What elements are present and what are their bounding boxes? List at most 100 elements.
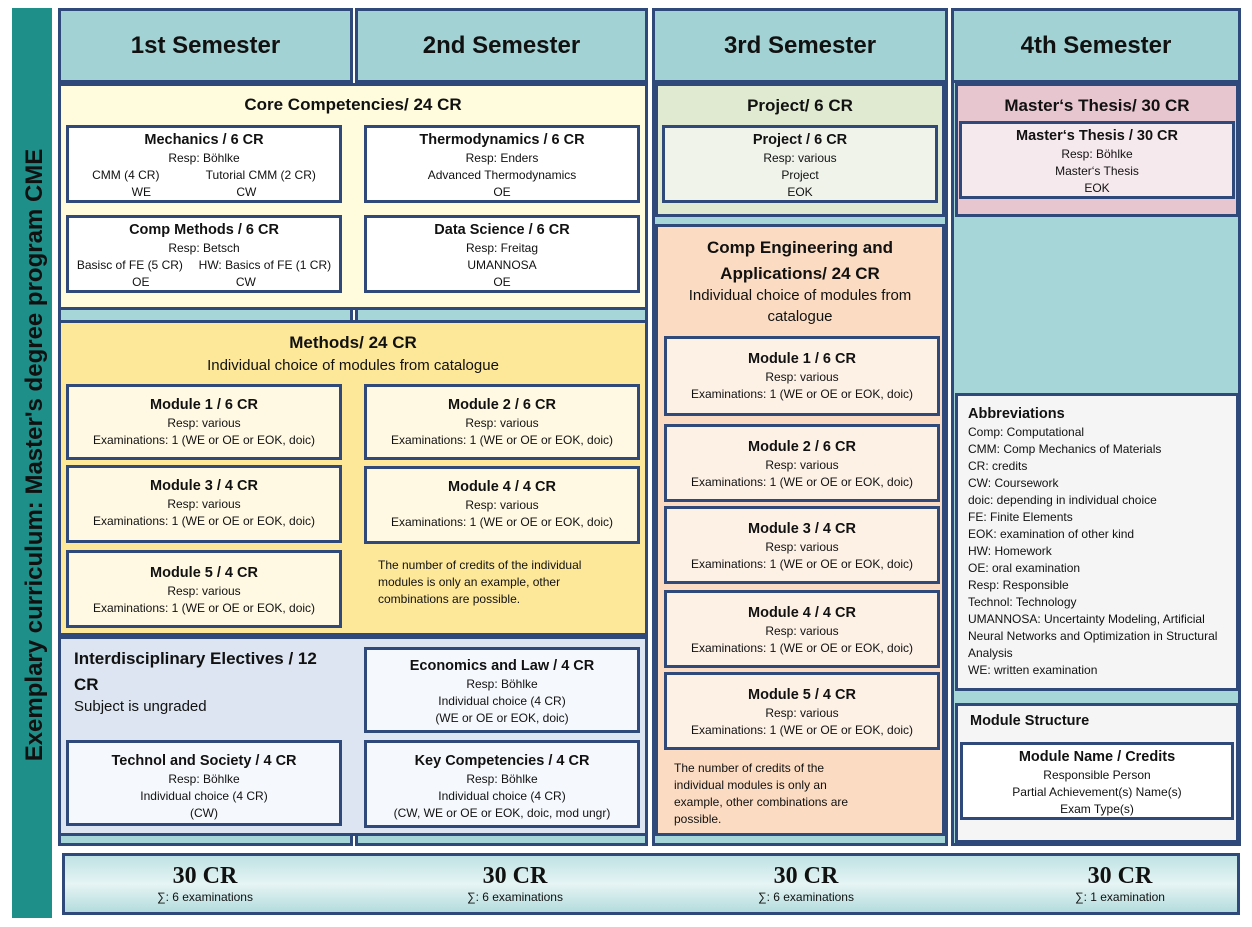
- comp-methods-exam-1: OE: [132, 275, 150, 289]
- abbr-item: doic: depending in individual choice: [968, 493, 1157, 507]
- methods-module-2-resp: Resp: various: [465, 416, 539, 430]
- legend-title: Module Name / Credits: [1018, 749, 1176, 765]
- methods-module-5: Module 5 / 4 CR Resp: various Examinatio…: [66, 550, 342, 628]
- ce-module-4-exam: Examinations: 1 (WE or OE or EOK, doic): [690, 641, 914, 655]
- project-module-resp: Resp: various: [763, 151, 837, 165]
- project-module-line: Project: [781, 168, 819, 182]
- semester-3-header: 3rd Semester: [652, 8, 948, 83]
- abbr-item: HW: Homework: [968, 544, 1052, 558]
- methods-module-1: Module 1 / 6 CR Resp: various Examinatio…: [66, 384, 342, 460]
- thermodynamics-line: Advanced Thermodynamics: [427, 168, 577, 182]
- data-science-module: Data Science / 6 CR Resp: Freitag UMANNO…: [364, 215, 640, 293]
- methods-module-3-resp: Resp: various: [167, 497, 241, 511]
- methods-module-2-exam: Examinations: 1 (WE or OE or EOK, doic): [390, 433, 614, 447]
- abbreviations-title: Abbreviations: [968, 406, 1065, 422]
- ce-module-5-exam: Examinations: 1 (WE or OE or EOK, doic): [690, 723, 914, 737]
- methods-module-1-resp: Resp: various: [167, 416, 241, 430]
- abbr-item: CMM: Comp Mechanics of Materials: [968, 442, 1162, 456]
- legend-line-2: Partial Achievement(s) Name(s): [1012, 785, 1182, 799]
- data-science-title: Data Science / 6 CR: [434, 222, 570, 238]
- ce-module-4: Module 4 / 4 CR Resp: various Examinatio…: [664, 590, 940, 668]
- comp-methods-part-2: HW: Basics of FE (1 CR): [198, 258, 332, 272]
- comp-methods-part-1: Basisc of FE (5 CR): [76, 258, 183, 272]
- core-competencies-title: Core Competencies/ 24 CR: [244, 95, 462, 114]
- project-module-exam: EOK: [787, 185, 813, 199]
- ce-module-2-title: Module 2 / 6 CR: [748, 439, 856, 455]
- ce-module-1-exam: Examinations: 1 (WE or OE or EOK, doic): [690, 387, 914, 401]
- ce-module-3-exam: Examinations: 1 (WE or OE or EOK, doic): [690, 557, 914, 571]
- footer-exams: ∑: 6 examinations: [467, 890, 563, 904]
- methods-module-5-exam: Examinations: 1 (WE or OE or EOK, doic): [92, 601, 316, 615]
- comp-engineering-note: The number of credits of the individual …: [674, 761, 849, 826]
- comp-engineering-title-2: Applications/ 24 CR: [720, 264, 880, 283]
- methods-module-1-title: Module 1 / 6 CR: [150, 397, 258, 413]
- ce-module-1: Module 1 / 6 CR Resp: various Examinatio…: [664, 336, 940, 416]
- data-science-line: UMANNOSA: [467, 258, 537, 272]
- methods-module-4-resp: Resp: various: [465, 498, 539, 512]
- mechanics-title: Mechanics / 6 CR: [144, 132, 264, 148]
- key-competencies-line: Individual choice (4 CR): [438, 789, 566, 803]
- abbreviations-panel: Abbreviations Comp: Computational CMM: C…: [955, 393, 1239, 691]
- data-science-resp: Resp: Freitag: [465, 241, 539, 255]
- mechanics-resp: Resp: Böhlke: [168, 151, 240, 165]
- thermodynamics-title: Thermodynamics / 6 CR: [419, 132, 585, 148]
- key-competencies-title: Key Competencies / 4 CR: [414, 753, 590, 769]
- legend-line-3: Exam Type(s): [1060, 802, 1134, 816]
- ce-module-2: Module 2 / 6 CR Resp: various Examinatio…: [664, 424, 940, 502]
- economics-law-line: Individual choice (4 CR): [438, 694, 566, 708]
- comp-methods-resp: Resp: Betsch: [168, 241, 240, 255]
- footer-exams: ∑: 6 examinations: [157, 890, 253, 904]
- economics-law-exam: (WE or OE or EOK, doic): [435, 711, 569, 725]
- mechanics-exam-1: WE: [131, 185, 151, 199]
- abbr-item: WE: written examination: [968, 663, 1098, 677]
- electives-title: Interdisciplinary Electives / 12 CR: [74, 649, 317, 694]
- thermodynamics-exam: OE: [493, 185, 511, 199]
- methods-subtitle: Individual choice of modules from catalo…: [207, 357, 499, 374]
- ce-module-3-resp: Resp: various: [765, 540, 839, 554]
- footer-credits: 30 CR: [773, 863, 839, 889]
- thesis-title: Master‘s Thesis/ 30 CR: [1004, 96, 1190, 115]
- ce-module-5: Module 5 / 4 CR Resp: various Examinatio…: [664, 672, 940, 750]
- abbr-item: CR: credits: [968, 459, 1028, 473]
- comp-methods-module: Comp Methods / 6 CR Resp: Betsch Basisc …: [66, 215, 342, 293]
- economics-law-title: Economics and Law / 4 CR: [409, 658, 595, 674]
- methods-module-3-title: Module 3 / 4 CR: [150, 478, 258, 494]
- footer-semester-3: 30 CR ∑: 6 examinations: [706, 862, 906, 905]
- abbr-item: CW: Coursework: [968, 476, 1059, 490]
- ce-module-1-title: Module 1 / 6 CR: [748, 351, 856, 367]
- module-structure-legend: Module Name / Credits Responsible Person…: [960, 742, 1234, 820]
- ce-module-2-resp: Resp: various: [765, 458, 839, 472]
- abbr-item: Comp: Computational: [968, 425, 1085, 439]
- abbr-item: FE: Finite Elements: [968, 510, 1073, 524]
- semester-1-header: 1st Semester: [58, 8, 353, 83]
- footer-exams: ∑: 6 examinations: [758, 890, 854, 904]
- economics-law-resp: Resp: Böhlke: [466, 677, 538, 691]
- thesis-module-resp: Resp: Böhlke: [1061, 147, 1133, 161]
- thermodynamics-module: Thermodynamics / 6 CR Resp: Enders Advan…: [364, 125, 640, 203]
- ce-module-5-resp: Resp: various: [765, 706, 839, 720]
- ce-module-4-resp: Resp: various: [765, 624, 839, 638]
- comp-methods-exam-2: CW: [235, 275, 256, 289]
- side-bar: [12, 8, 52, 918]
- technol-society-line: Individual choice (4 CR): [140, 789, 268, 803]
- thesis-module: Master‘s Thesis / 30 CR Resp: Böhlke Mas…: [959, 121, 1235, 199]
- methods-module-4-title: Module 4 / 4 CR: [448, 479, 556, 495]
- ce-module-4-title: Module 4 / 4 CR: [748, 605, 856, 621]
- key-competencies-exam: (CW, WE or OE or EOK, doic, mod ungr): [393, 806, 611, 820]
- methods-note: The number of credits of the individual …: [378, 558, 582, 606]
- comp-engineering-title-1: Comp Engineering and: [706, 238, 894, 257]
- semester-4-header: 4th Semester: [951, 8, 1241, 83]
- methods-module-1-exam: Examinations: 1 (WE or OE or EOK, doic): [92, 433, 316, 447]
- comp-engineering-subtitle: Individual choice of modules from catalo…: [688, 287, 912, 325]
- methods-module-4-exam: Examinations: 1 (WE or OE or EOK, doic): [390, 515, 614, 529]
- key-competencies-module: Key Competencies / 4 CR Resp: Böhlke Ind…: [364, 740, 640, 828]
- methods-module-2: Module 2 / 6 CR Resp: various Examinatio…: [364, 384, 640, 460]
- ce-module-1-resp: Resp: various: [765, 370, 839, 384]
- electives-subtitle: Subject is ungraded: [74, 698, 207, 715]
- abbr-item: UMANNOSA: Uncertainty Modeling, Artifici…: [968, 612, 1218, 660]
- footer-bar: [62, 853, 1240, 915]
- ce-module-2-exam: Examinations: 1 (WE or OE or EOK, doic): [690, 475, 914, 489]
- methods-module-5-title: Module 5 / 4 CR: [150, 565, 258, 581]
- methods-title: Methods/ 24 CR: [289, 333, 417, 352]
- thermodynamics-resp: Resp: Enders: [465, 151, 539, 165]
